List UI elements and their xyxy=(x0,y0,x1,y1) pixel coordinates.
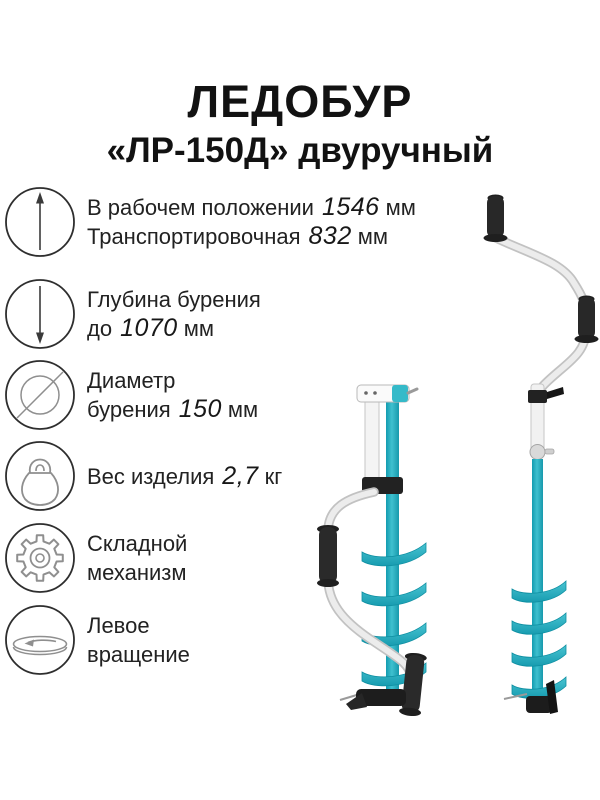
spec-line: вращение xyxy=(87,642,190,667)
spec-unit: кг xyxy=(264,463,283,489)
spec-value: 1070 xyxy=(120,314,178,342)
spec-value: 2,7 xyxy=(222,461,259,490)
weight-kettlebell-icon xyxy=(5,441,75,511)
auger-folded-image xyxy=(317,384,427,716)
spec-row-folding: Складной механизм xyxy=(4,522,187,594)
spec-line: механизм xyxy=(87,560,187,585)
spec-text-rotation: Левое вращение xyxy=(87,611,190,669)
spec-unit: мм xyxy=(183,316,214,341)
product-subtitle: «ЛР-150Д» двуручный xyxy=(106,131,494,170)
spec-label: Вес изделия xyxy=(87,463,215,489)
spec-value: 1546 xyxy=(321,193,380,221)
spec-label: В рабочем положении xyxy=(87,195,314,220)
drilling-diameter-icon xyxy=(5,360,75,430)
spec-label: Транспортировочная xyxy=(87,224,301,249)
spec-row-rotation: Левое вращение xyxy=(4,604,190,676)
spec-value: 832 xyxy=(308,222,352,250)
spec-unit: мм xyxy=(227,397,259,422)
folding-mechanism-gear-icon xyxy=(5,523,75,593)
spec-line: Глубина бурения xyxy=(87,287,261,312)
left-rotation-icon xyxy=(5,605,75,675)
spec-unit: мм xyxy=(357,224,388,249)
spec-line: Диаметр xyxy=(87,368,176,393)
spec-label: бурения xyxy=(87,397,171,422)
product-title: ЛЕДОБУР xyxy=(187,76,413,127)
auger-assembled-image xyxy=(483,194,599,714)
depth-arrow-down-icon xyxy=(5,279,75,349)
spec-line: Левое xyxy=(87,613,150,638)
spec-text-folding: Складной механизм xyxy=(87,529,187,587)
spec-value: 150 xyxy=(178,395,222,423)
spec-unit: мм xyxy=(385,195,416,220)
height-arrow-up-icon xyxy=(5,187,75,257)
spec-line: Складной xyxy=(87,531,188,556)
spec-label: до xyxy=(87,316,113,341)
